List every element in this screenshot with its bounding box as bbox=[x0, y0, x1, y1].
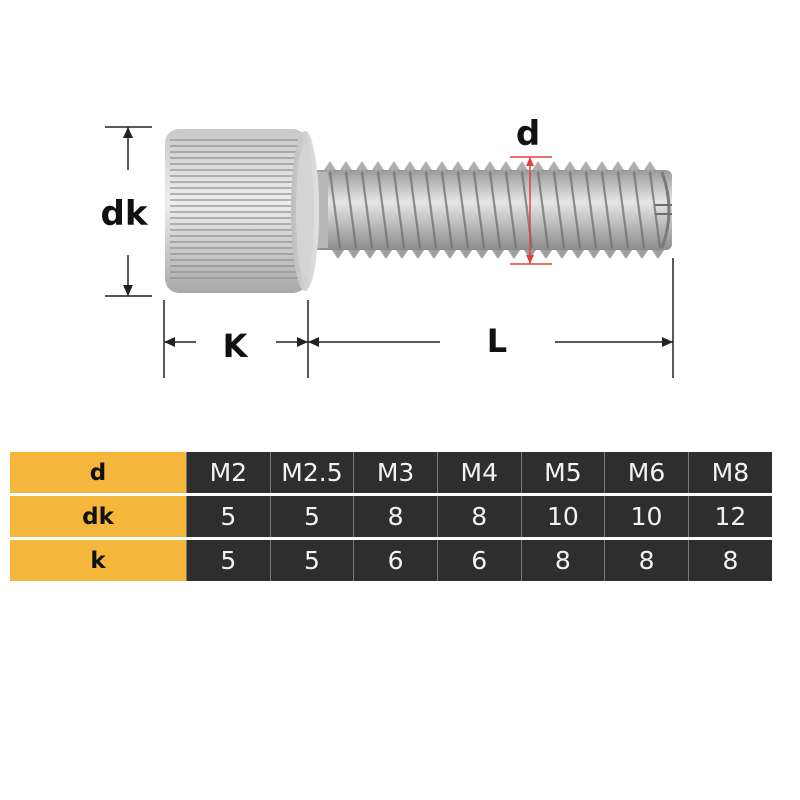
screw-dimension-diagram: dk d K L bbox=[101, 114, 674, 378]
threaded-shaft bbox=[310, 160, 672, 260]
table-cell: 5 bbox=[269, 494, 354, 540]
table-cell: 8 bbox=[687, 538, 772, 581]
d-dimension bbox=[510, 156, 552, 265]
row-header: k bbox=[10, 538, 187, 581]
knurled-head bbox=[165, 129, 319, 293]
dk-dimension bbox=[105, 126, 152, 297]
table-cell: 10 bbox=[520, 494, 605, 540]
row-header: dk bbox=[10, 494, 187, 540]
l-dimension bbox=[308, 258, 674, 378]
screw bbox=[165, 129, 672, 293]
table-cell: M5 bbox=[520, 452, 605, 496]
table-cell: 12 bbox=[687, 494, 772, 540]
k-label: K bbox=[223, 327, 249, 365]
table-cell: 8 bbox=[520, 538, 605, 581]
table-cell: 5 bbox=[269, 538, 354, 581]
table-cell: 8 bbox=[604, 538, 689, 581]
table-cell: 8 bbox=[353, 494, 438, 540]
table-cell: M2.5 bbox=[269, 452, 354, 496]
table-cell: M3 bbox=[353, 452, 438, 496]
table-cell: 5 bbox=[186, 538, 271, 581]
table-cell: 10 bbox=[604, 494, 689, 540]
dk-label: dk bbox=[101, 194, 149, 234]
row-header: d bbox=[10, 452, 187, 496]
table-cell: 6 bbox=[436, 538, 522, 581]
d-label: d bbox=[516, 114, 540, 154]
table-cell: M2 bbox=[186, 452, 271, 496]
table-cell: M4 bbox=[436, 452, 522, 496]
table-cell: 5 bbox=[186, 494, 271, 540]
table-cell: 6 bbox=[353, 538, 438, 581]
table-cell: M8 bbox=[687, 452, 772, 496]
table-cell: 8 bbox=[436, 494, 522, 540]
l-label: L bbox=[487, 322, 507, 360]
k-dimension bbox=[163, 300, 309, 378]
table-cell: M6 bbox=[604, 452, 689, 496]
